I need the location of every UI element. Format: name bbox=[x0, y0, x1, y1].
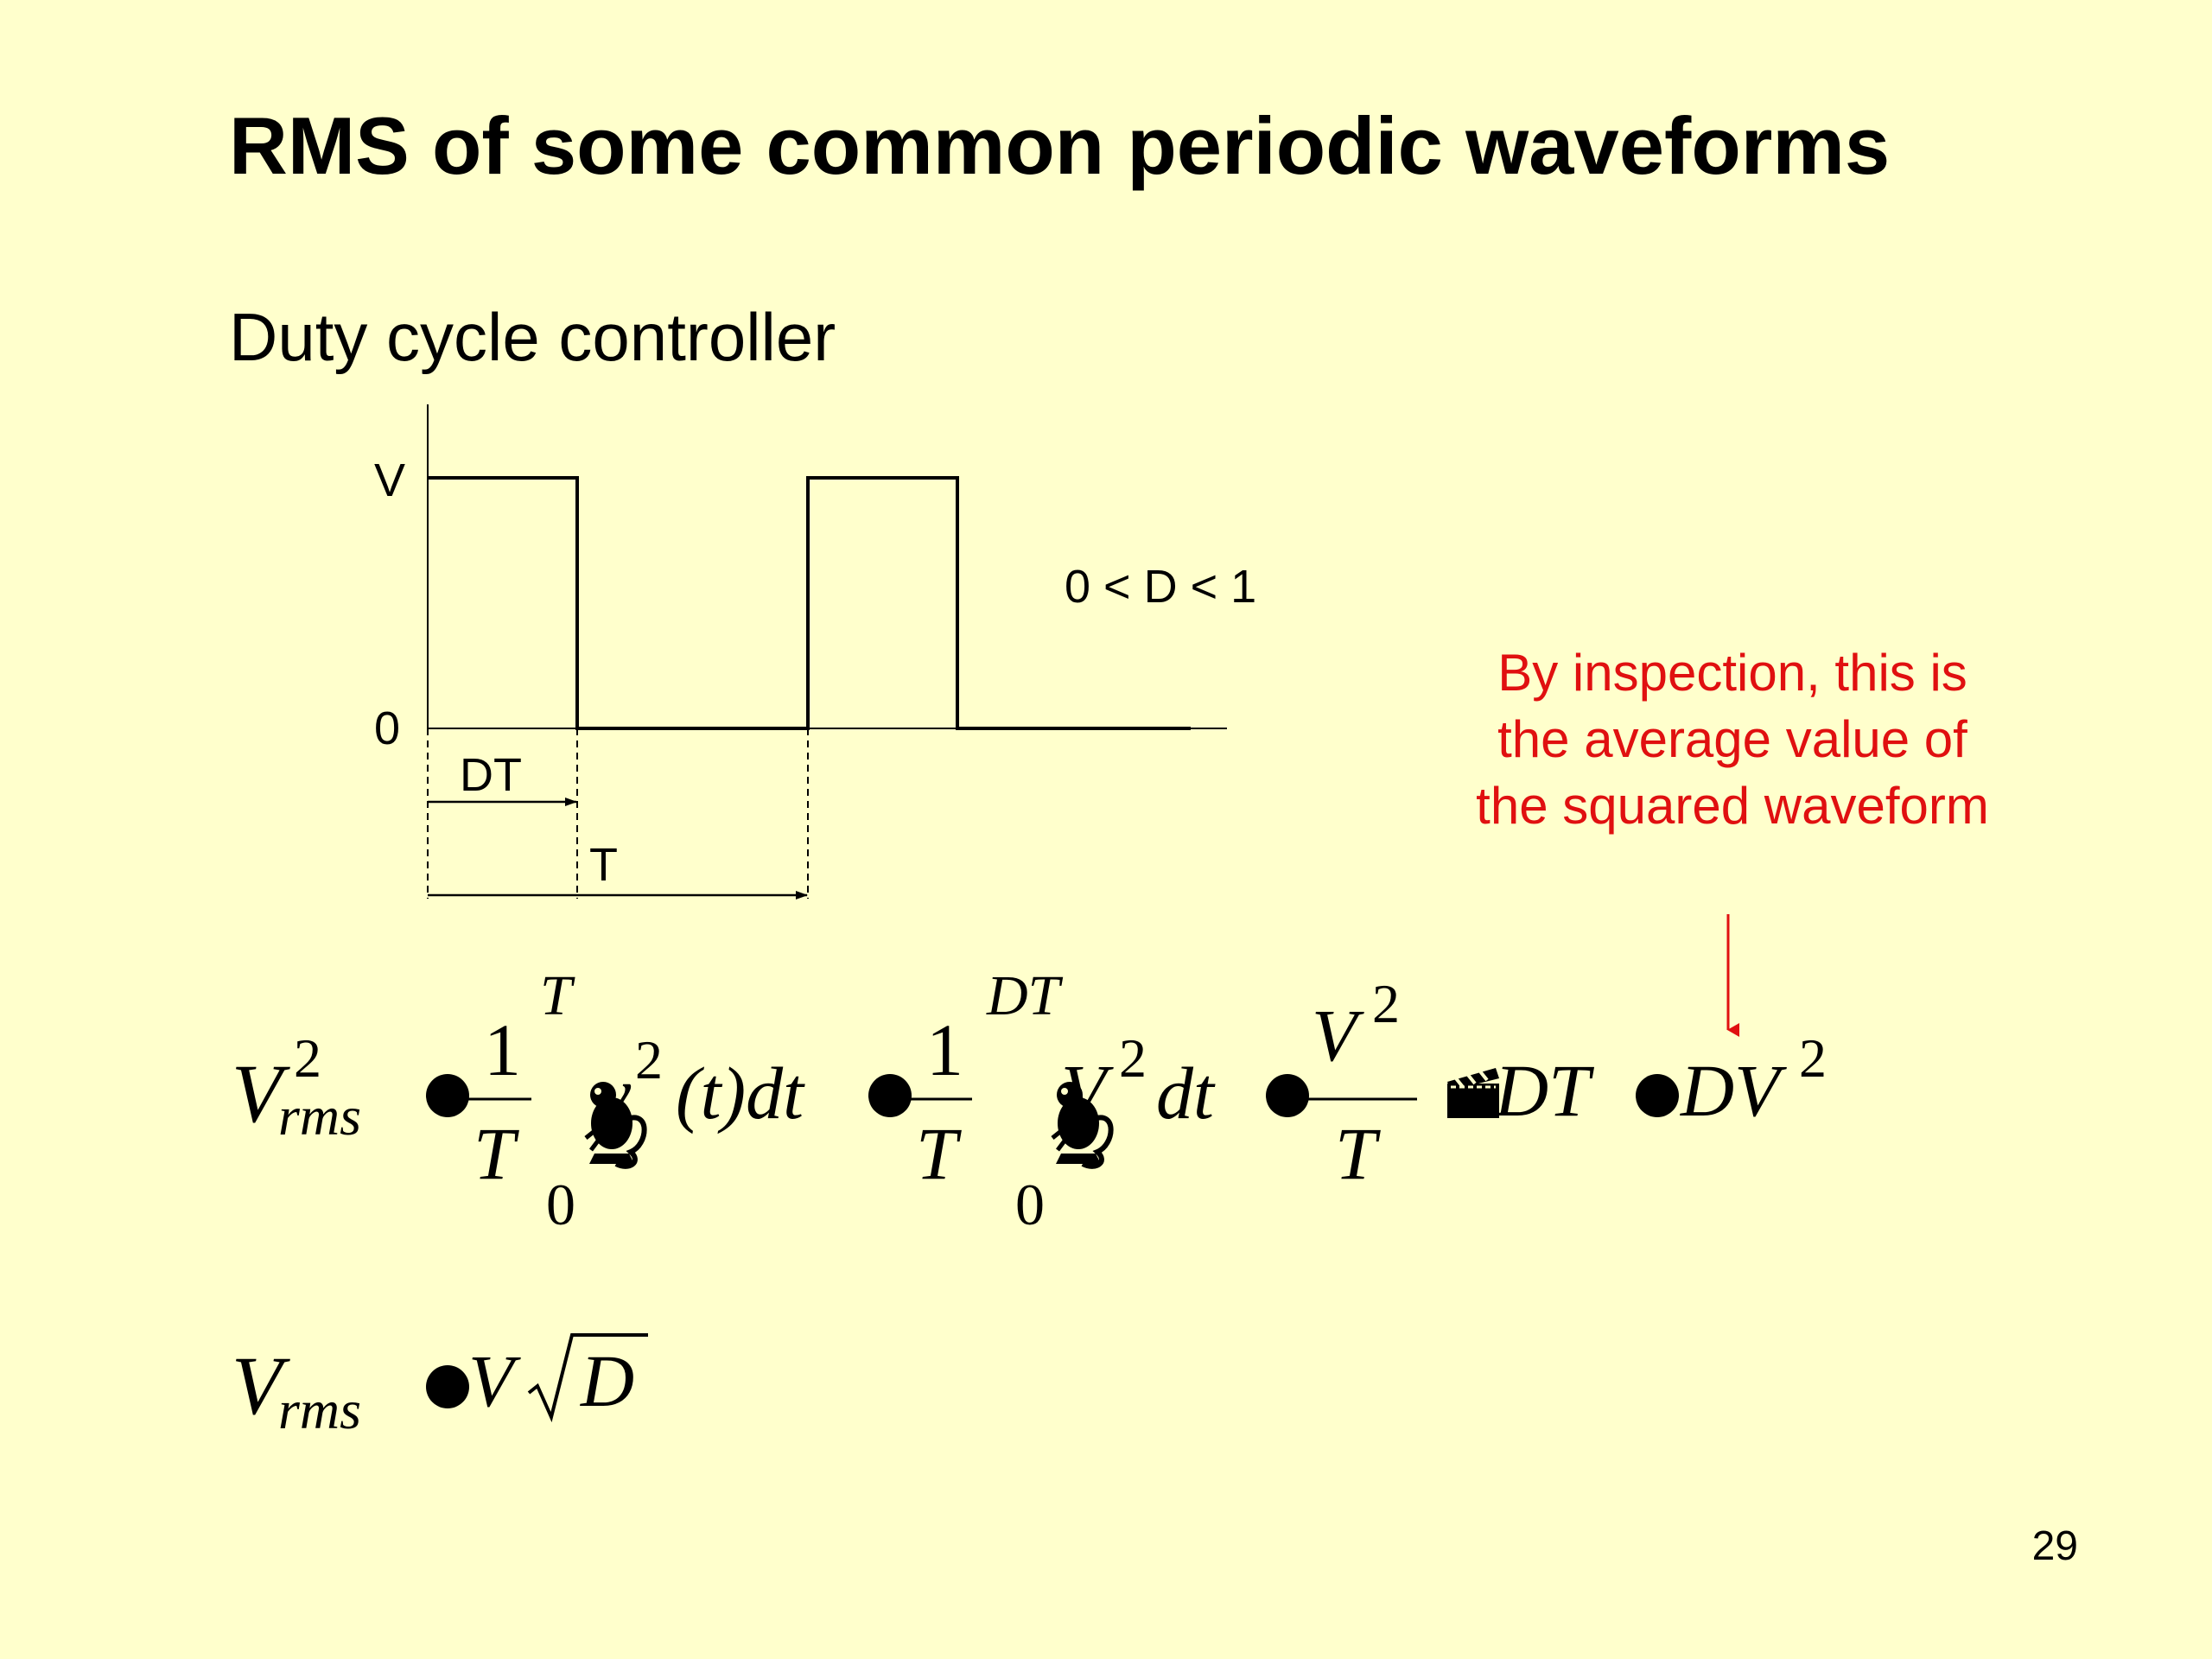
sqrt-symbol bbox=[527, 1333, 648, 1423]
y-low-label: 0 bbox=[374, 702, 401, 754]
eq2-lhs-sub: rms bbox=[278, 1379, 362, 1440]
eq1-frac2-den: T bbox=[916, 1112, 957, 1195]
filled-circle-icon bbox=[1636, 1074, 1679, 1117]
filled-circle-icon bbox=[1266, 1074, 1309, 1117]
duty-condition-label: 0 < D < 1 bbox=[1065, 561, 1257, 613]
page-number: 29 bbox=[2031, 1523, 2078, 1569]
chipmunk-icon bbox=[1051, 1082, 1114, 1169]
filled-circle-icon bbox=[426, 1365, 469, 1408]
eq1-frac2-num: 1 bbox=[926, 1008, 963, 1091]
duty-label: DT bbox=[460, 749, 522, 801]
slide-subtitle: Duty cycle controller bbox=[229, 299, 836, 375]
eq1-int1-lower: 0 bbox=[546, 1172, 575, 1237]
eq1-int1-body-rest: (t)dt bbox=[676, 1052, 804, 1135]
eq1-result: DV bbox=[1681, 1049, 1780, 1132]
eq1-int1-body-v: v bbox=[598, 1052, 632, 1135]
eq2-lhs-base: V bbox=[232, 1339, 283, 1432]
eq1-int2-body-rest: dt bbox=[1156, 1052, 1214, 1135]
eq1-frac3-num-sup: 2 bbox=[1372, 973, 1400, 1034]
eq1-lhs-base: V bbox=[232, 1047, 283, 1140]
eq1-int2-body-sup: 2 bbox=[1119, 1027, 1147, 1089]
square-wave bbox=[428, 476, 1191, 730]
eq1-term-dt: DT bbox=[1495, 1049, 1590, 1132]
eq2-rhs-v: V bbox=[468, 1339, 514, 1422]
eq1-int2-body-v: V bbox=[1061, 1049, 1107, 1132]
eq1-lhs-sub: rms bbox=[278, 1085, 362, 1147]
filled-circle-icon bbox=[426, 1074, 469, 1117]
eq1-int1-body-sup: 2 bbox=[635, 1029, 663, 1090]
clapperboard-icon bbox=[1447, 1068, 1499, 1118]
annotation-text: By inspection, this is the average value… bbox=[1476, 644, 1989, 835]
eq1-frac3-den: T bbox=[1335, 1112, 1376, 1195]
eq1-lhs-sup: 2 bbox=[294, 1027, 321, 1089]
eq1-frac-den: T bbox=[474, 1112, 515, 1195]
eq1-int1-upper: T bbox=[540, 964, 572, 1027]
period-label: T bbox=[589, 839, 618, 891]
eq1-frac-num: 1 bbox=[484, 1008, 521, 1091]
eq1-int2-upper: DT bbox=[987, 964, 1060, 1027]
eq1-int2-lower: 0 bbox=[1015, 1172, 1045, 1237]
eq2-rhs-d: D bbox=[581, 1339, 635, 1422]
eq1-result-sup: 2 bbox=[1799, 1027, 1827, 1089]
eq1-frac3-num: V bbox=[1312, 994, 1357, 1077]
slide-title: RMS of some common periodic waveforms bbox=[229, 100, 1891, 191]
chipmunk-icon bbox=[584, 1082, 647, 1169]
filled-circle-icon bbox=[868, 1074, 912, 1117]
y-high-label: V bbox=[374, 454, 406, 506]
